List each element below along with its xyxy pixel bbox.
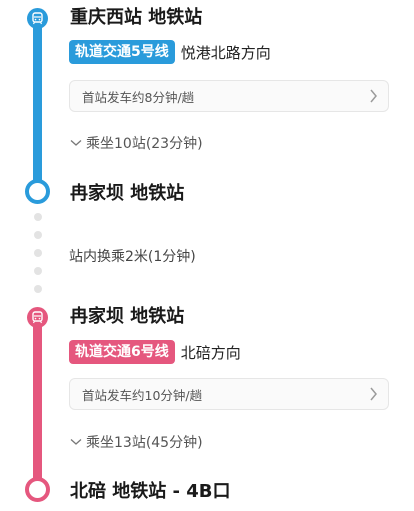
transfer-dot	[34, 249, 42, 257]
chevron-down-icon	[70, 439, 82, 445]
transfer-dot	[34, 213, 42, 221]
start-station-name: 重庆西站 地铁站	[70, 7, 203, 28]
route-line-pink	[33, 318, 42, 486]
direction-text: 悦港北路方向	[180, 43, 271, 62]
end-station-name: 北碚 地铁站 - 4B口	[70, 481, 231, 502]
chevron-right-icon	[369, 89, 378, 103]
route-line-blue	[33, 14, 42, 188]
transfer-dot	[34, 285, 42, 293]
frequency-text: 首站发车约8分钟/趟	[82, 89, 195, 105]
ride-info-text: 乘坐10站(23分钟)	[86, 136, 203, 152]
end-station-name: 冉家坝 地铁站	[70, 183, 185, 204]
frequency-card[interactable]: 首站发车约8分钟/趟	[69, 80, 389, 112]
frequency-card[interactable]: 首站发车约10分钟/趟	[69, 378, 389, 410]
ride-stops-toggle[interactable]: 乘坐13站(45分钟)	[70, 432, 203, 452]
transfer-info: 站内换乘2米(1分钟)	[69, 249, 196, 265]
chevron-right-icon	[369, 387, 378, 401]
transfer-dot	[34, 267, 42, 275]
end-station-marker	[25, 179, 50, 204]
metro-train-icon	[27, 307, 48, 328]
transfer-dot	[34, 231, 42, 239]
line-badge[interactable]: 轨道交通6号线	[69, 340, 175, 364]
direction-text: 北碚方向	[180, 343, 241, 362]
line-badge[interactable]: 轨道交通5号线	[69, 40, 175, 64]
line-info-row: 轨道交通6号线 北碚方向	[69, 340, 241, 364]
ride-info-text: 乘坐13站(45分钟)	[86, 435, 203, 451]
line-info-row: 轨道交通5号线 悦港北路方向	[69, 40, 271, 64]
chevron-down-icon	[70, 140, 82, 146]
start-station-name: 冉家坝 地铁站	[70, 306, 185, 327]
ride-stops-toggle[interactable]: 乘坐10站(23分钟)	[70, 133, 203, 153]
end-station-marker	[25, 477, 50, 502]
frequency-text: 首站发车约10分钟/趟	[82, 387, 203, 403]
metro-train-icon	[27, 8, 48, 29]
